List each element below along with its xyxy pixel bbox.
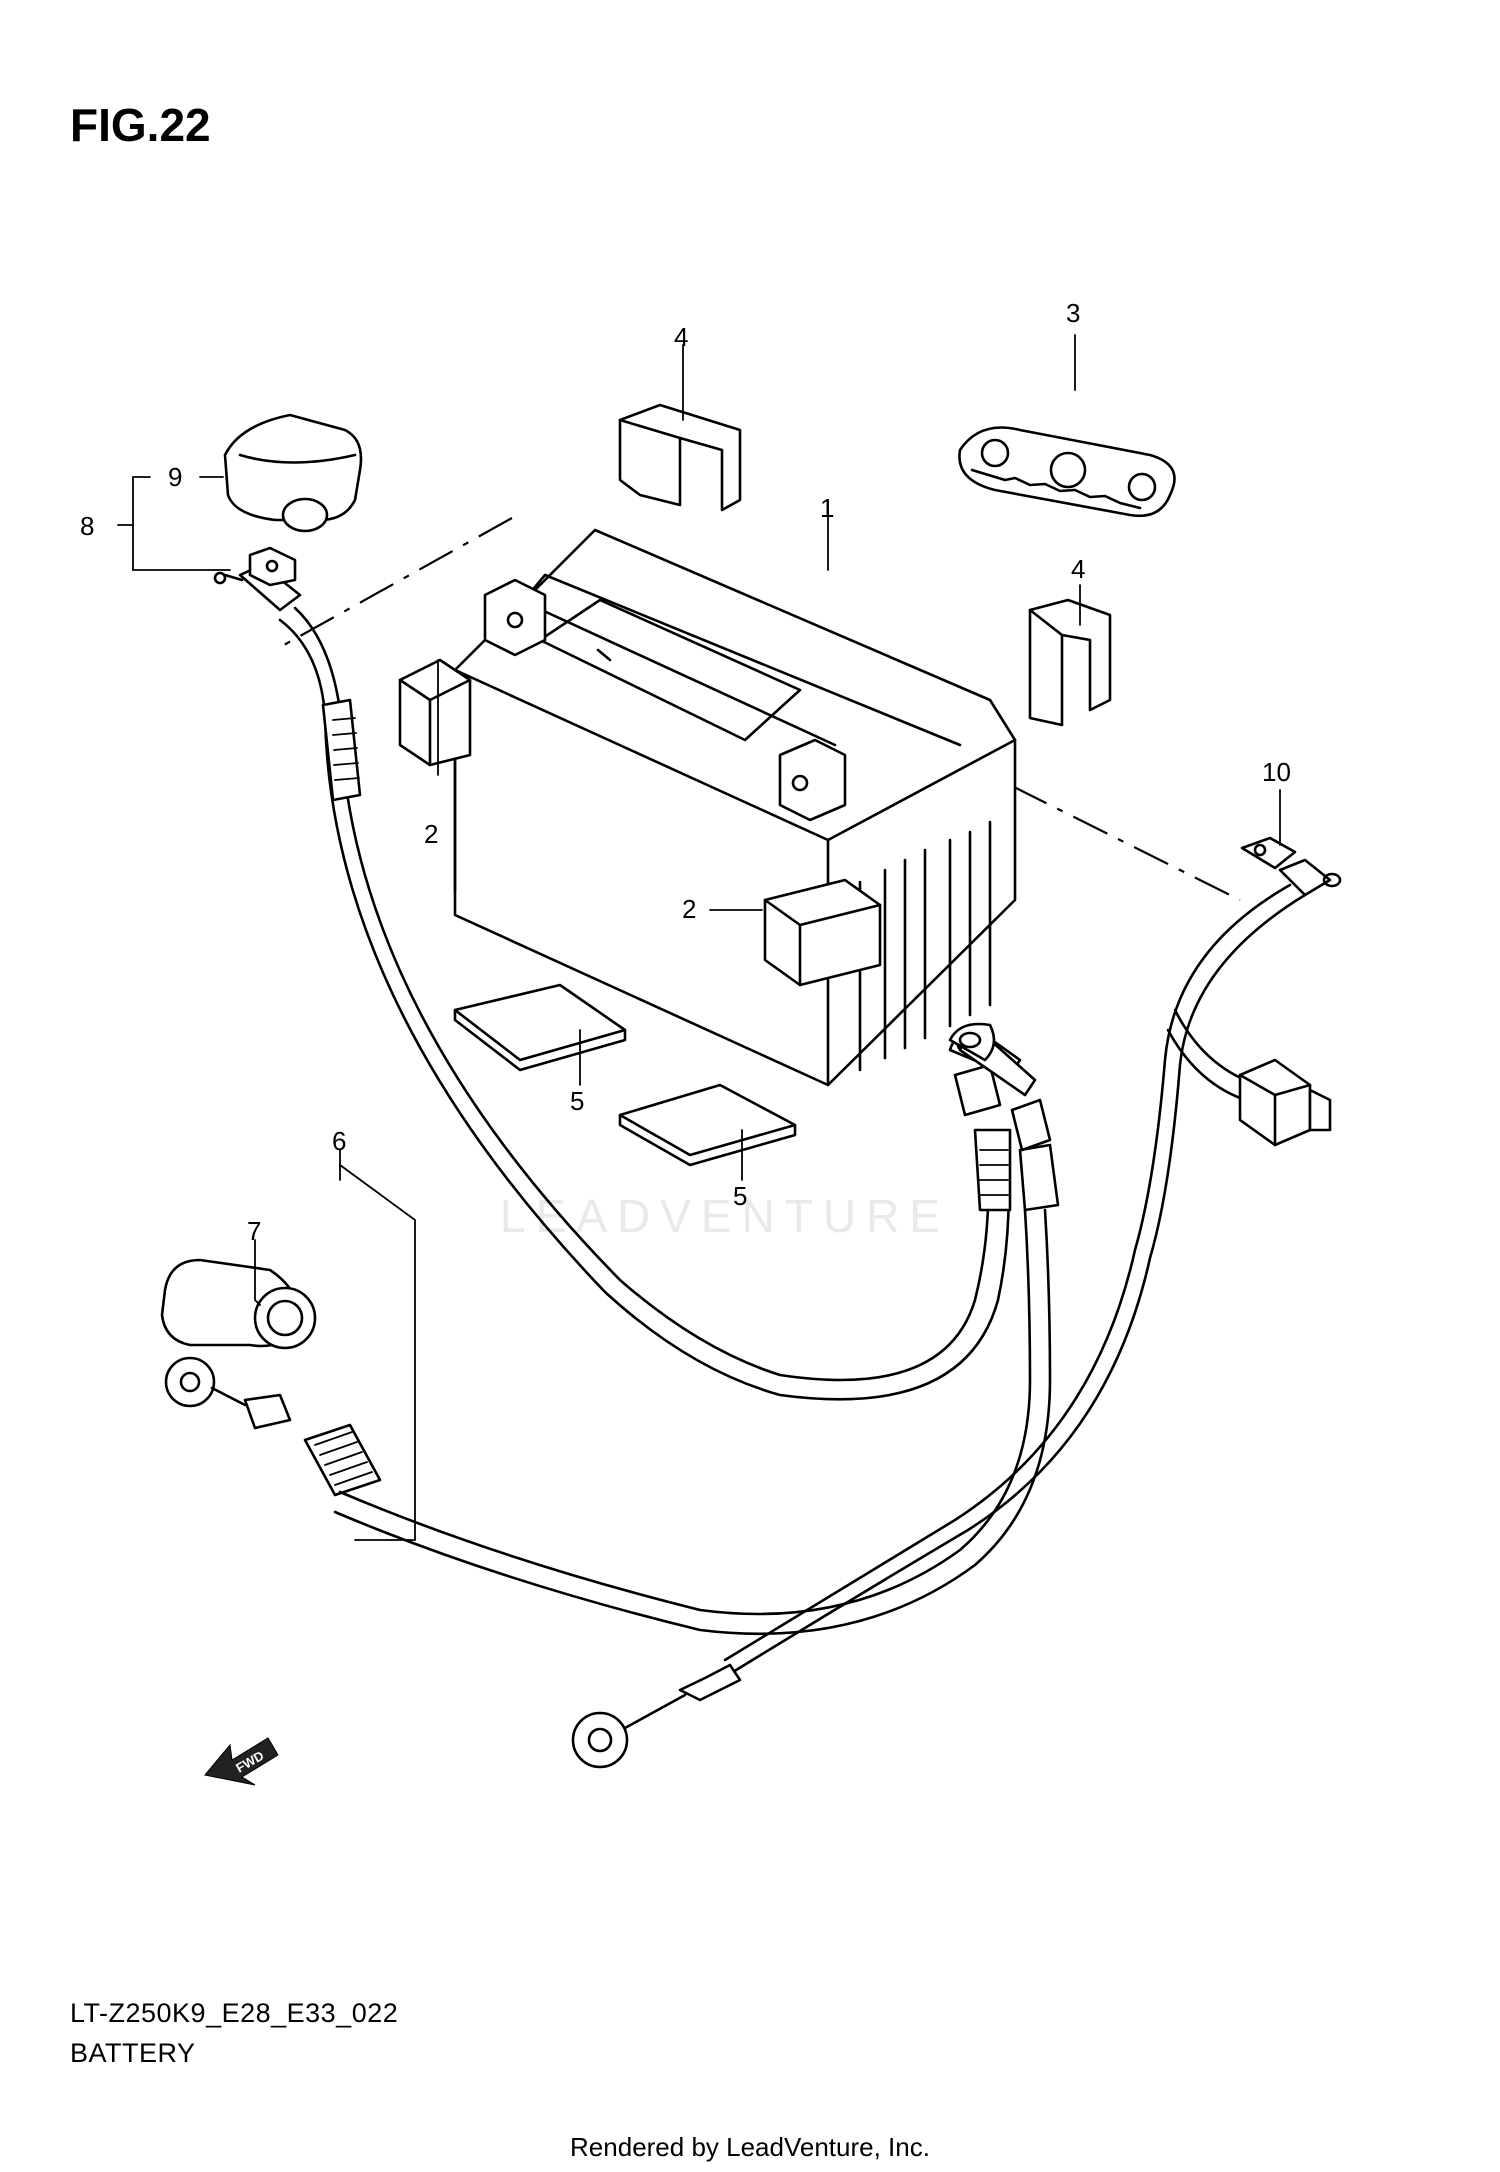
part-4-angle-pad-top	[618, 403, 742, 512]
part-4-angle-pad-right	[1028, 598, 1112, 727]
callout-1: 1	[820, 493, 834, 523]
callout-3: 3	[1066, 298, 1080, 328]
part-2-pad-front	[763, 878, 882, 987]
figure-title: FIG.22	[70, 99, 211, 151]
part-9-terminal-cap	[223, 413, 363, 533]
callout-8: 8	[80, 511, 94, 541]
part-5-shim-left	[453, 983, 627, 1072]
part-3-strap	[958, 426, 1176, 518]
callout-2-left: 2	[424, 819, 438, 849]
part-2-pad-left	[398, 658, 472, 767]
callout-9: 9	[168, 462, 182, 492]
callout-6: 6	[332, 1126, 346, 1156]
callout-10: 10	[1262, 757, 1291, 787]
diagram-caption: BATTERY	[70, 2038, 196, 2068]
callout-numbers: 1 2 2 3 4 4 5 5 6 7 8 9 10	[80, 298, 1291, 1246]
render-credit: Rendered by LeadVenture, Inc.	[570, 2132, 930, 2162]
callout-4-top: 4	[674, 322, 688, 352]
part-6-ground-cable	[164, 1022, 1060, 1636]
watermark-text: LEADVENTURE	[500, 1190, 950, 1242]
callout-2-front: 2	[682, 894, 696, 924]
callout-4-right: 4	[1071, 554, 1085, 584]
part-10-negative-lead	[571, 836, 1342, 1769]
callout-7: 7	[247, 1216, 261, 1246]
part-5-shim-right	[618, 1083, 797, 1167]
fwd-direction-arrow: FWD	[204, 1737, 279, 1786]
callout-5-right: 5	[733, 1181, 747, 1211]
part-7-terminal-boot	[160, 1258, 317, 1350]
diagram-code: LT-Z250K9_E28_E33_022	[70, 1998, 399, 2028]
callout-leaders	[117, 334, 1281, 1541]
callout-5-left: 5	[570, 1086, 584, 1116]
